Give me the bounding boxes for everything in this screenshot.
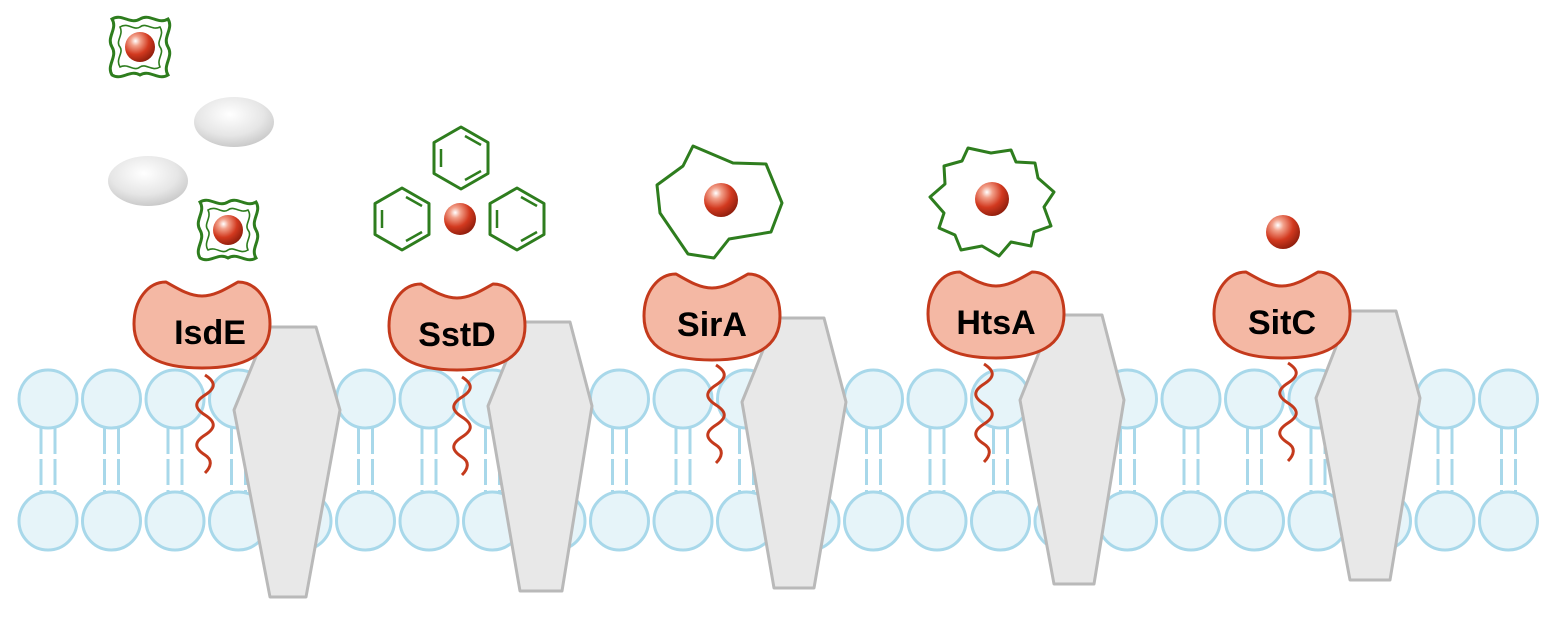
lipid-tails — [1246, 428, 1263, 492]
lipid-anchor-sitc — [1278, 361, 1298, 463]
lipid-anchor-sstd — [452, 375, 472, 477]
lipid-head — [17, 368, 79, 430]
iron-ion-icon — [975, 182, 1009, 216]
lipid-head — [144, 368, 206, 430]
binding-protein-isde: IsdE — [132, 280, 272, 370]
lipid-head — [906, 490, 968, 552]
lipid-tails — [1119, 428, 1136, 492]
transporter-sira — [740, 316, 848, 590]
hemoglobin-blob-icon — [194, 97, 274, 147]
protein-label-sitc: SitC — [1248, 304, 1316, 342]
lipid-tails — [1436, 428, 1454, 492]
iron-ion-icon — [704, 183, 738, 217]
hydroxamate-ligand — [928, 146, 1056, 258]
lipid-head — [1160, 368, 1222, 430]
siderophore-ligand — [655, 144, 784, 260]
lipid-head — [589, 368, 650, 430]
binding-protein-sitc: SitC — [1212, 270, 1352, 360]
lipid-head — [398, 490, 460, 552]
benzene-ring-icon — [373, 186, 431, 252]
lipid-head — [81, 368, 142, 430]
lipid-head — [843, 368, 904, 430]
lipid-head — [589, 490, 650, 552]
heme-ligand — [108, 15, 172, 79]
protein-label-sira: SirA — [677, 306, 747, 344]
lipid-tails — [1182, 428, 1200, 492]
binding-protein-sstd: SstD — [387, 282, 527, 372]
transporter-sstd — [486, 320, 594, 593]
lipid-tails — [611, 428, 628, 492]
lipid-tails — [103, 428, 120, 492]
lipid-tails — [39, 428, 57, 492]
lipid-anchor-htsa — [974, 362, 994, 464]
lipid-head — [652, 490, 714, 552]
lipid-anchor-isde — [195, 373, 215, 475]
lipid-head — [398, 368, 460, 430]
lipid-head — [335, 368, 396, 430]
lipid-tails — [1500, 428, 1517, 492]
iron-ion-icon — [444, 203, 476, 235]
protein-label-isde: IsdE — [174, 314, 246, 352]
benzene-ring-icon — [488, 186, 546, 252]
lipid-tails — [357, 428, 374, 492]
lipid-head — [906, 368, 968, 430]
lipid-tails — [992, 428, 1009, 492]
benzene-ring-icon — [432, 125, 490, 191]
heme-ligand — [196, 198, 260, 262]
lipid-tails — [928, 428, 946, 492]
lipid-tails — [865, 428, 882, 492]
lipid-head — [1478, 490, 1539, 552]
lipid-head — [1160, 490, 1222, 552]
lipid-head — [1224, 490, 1285, 552]
binding-protein-htsa: HtsA — [926, 270, 1066, 360]
lipid-anchor-sira — [706, 363, 726, 465]
lipid-tails — [674, 428, 692, 492]
transporter-htsa — [1018, 313, 1126, 586]
lipid-head — [17, 490, 79, 552]
transporter-isde — [232, 325, 342, 599]
lipid-head — [81, 490, 142, 552]
lipid-head — [1224, 368, 1285, 430]
staphyloferrin-ligand — [373, 125, 546, 252]
lipid-head — [843, 490, 904, 552]
lipid-head — [652, 368, 714, 430]
binding-protein-sira: SirA — [642, 272, 782, 362]
lipid-head — [1414, 490, 1476, 552]
lipid-head — [144, 490, 206, 552]
heme-iron-icon — [125, 32, 155, 62]
lipid-tails — [166, 428, 184, 492]
lipid-tails — [420, 428, 438, 492]
heme-iron-icon — [213, 215, 243, 245]
free-iron-ion — [1266, 215, 1300, 249]
lipid-head — [335, 490, 396, 552]
lipid-head — [1414, 368, 1476, 430]
hemoglobin-blob-icon — [108, 156, 188, 206]
protein-label-htsa: HtsA — [956, 304, 1035, 342]
lipid-head — [1478, 368, 1539, 430]
lipid-head — [970, 490, 1031, 552]
transporter-sitc — [1314, 309, 1422, 582]
protein-label-sstd: SstD — [418, 316, 495, 354]
